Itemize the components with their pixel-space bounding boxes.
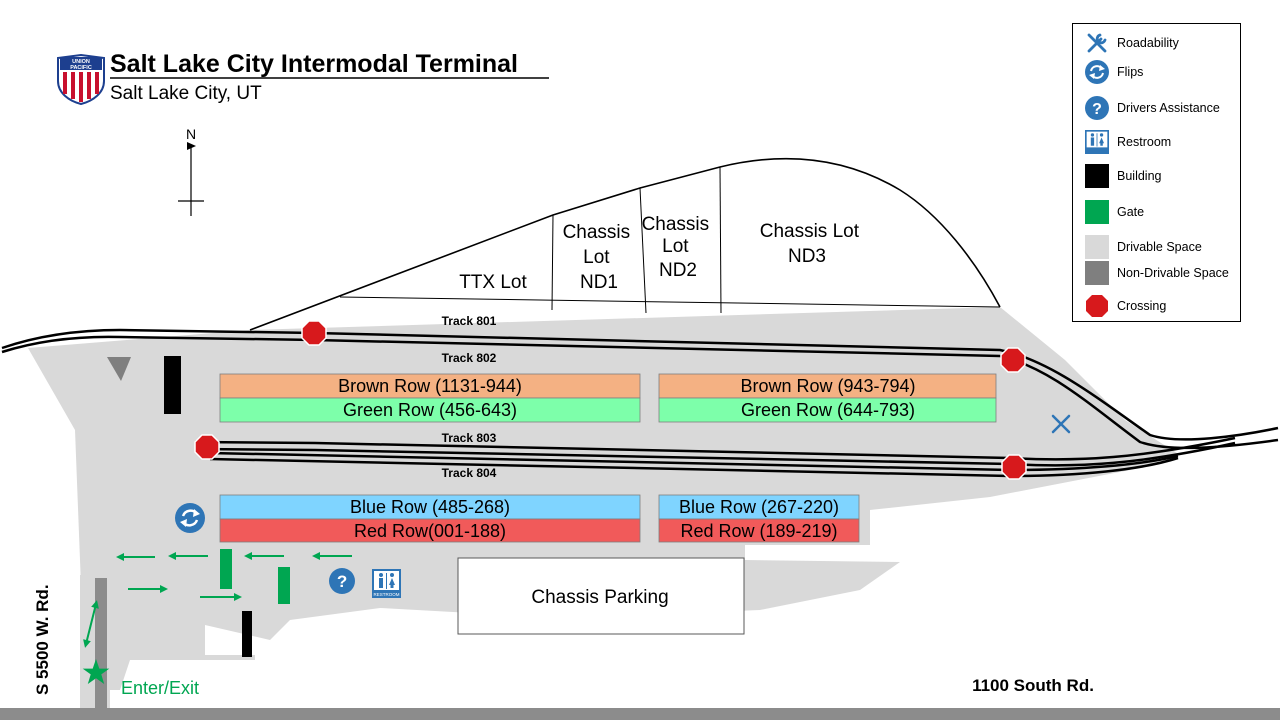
legend-label: Drivable Space <box>1117 240 1202 254</box>
non-drivable-marker <box>107 357 131 381</box>
traffic-arrows <box>83 552 352 648</box>
track-801-label: Track 801 <box>442 314 497 328</box>
legend-item-building: Building <box>1083 163 1241 191</box>
gate-swatch <box>1085 200 1109 224</box>
building-swatch <box>1085 164 1109 188</box>
green-row-east-label: Green Row (644-793) <box>741 400 915 420</box>
lot-divider-2 <box>639 187 647 314</box>
crossing-icon[interactable] <box>194 434 220 460</box>
north-arrow: N <box>178 126 204 216</box>
legend-label: Flips <box>1117 65 1144 79</box>
track-804-label: Track 804 <box>442 466 497 480</box>
blue-row-east[interactable] <box>658 494 860 520</box>
legend-label: Gate <box>1117 205 1145 219</box>
wrench-icon <box>1087 33 1107 53</box>
question-icon: ? <box>1085 96 1109 120</box>
building <box>164 356 181 414</box>
red-row-west[interactable] <box>219 518 641 543</box>
crossing-icon <box>1086 295 1108 317</box>
upper-lots-base-line <box>339 296 1001 308</box>
enter-exit-label[interactable]: Enter/Exit <box>121 678 199 698</box>
lot-divider-3 <box>719 166 722 314</box>
svg-text:UNION: UNION <box>72 59 90 65</box>
brown-row-west-label: Brown Row (1131-944) <box>338 376 522 396</box>
restroom-icon <box>1085 130 1109 154</box>
chassis-parking-label: Chassis Parking <box>531 587 668 608</box>
svg-text:PACIFIC: PACIFIC <box>70 65 92 71</box>
south-road-label: 1100 South Rd. <box>972 676 1094 695</box>
parking-rows <box>219 373 997 543</box>
track-802-label: Track 802 <box>442 351 497 365</box>
page-title: Salt Lake City Intermodal Terminal <box>110 50 518 78</box>
west-road-label: S 5500 W. Rd. <box>33 584 52 695</box>
lot-divider-1 <box>551 214 554 311</box>
svg-text:?: ? <box>337 572 347 591</box>
legend-item-crossing: Crossing <box>1083 293 1241 321</box>
map-legend: Roadability Flips ? Drivers Assistance <box>1072 23 1241 322</box>
legend-label: Building <box>1117 169 1162 183</box>
red-row-east-label: Red Row (189-219) <box>680 521 837 541</box>
legend-item-restroom: Restroom <box>1083 129 1241 157</box>
entrance-drive <box>95 578 107 710</box>
brown-row-east-label: Brown Row (943-794) <box>740 376 915 396</box>
ttx-lot-label: TTX Lot <box>459 272 527 293</box>
flip-icon[interactable] <box>175 503 205 533</box>
green-row-east[interactable] <box>658 397 997 423</box>
legend-item-roadability: Roadability <box>1083 30 1241 58</box>
restroom-sign-label: RESTROOM <box>373 592 399 597</box>
chassis-parking-area[interactable] <box>457 557 745 635</box>
non-drivable-swatch <box>1085 261 1109 285</box>
svg-text:?: ? <box>1092 101 1102 118</box>
blue-row-west-label: Blue Row (485-268) <box>350 497 510 517</box>
crossing-icon[interactable] <box>301 320 327 346</box>
union-pacific-logo: UNION PACIFIC <box>57 53 105 106</box>
page-subtitle: Salt Lake City, UT <box>110 83 262 104</box>
legend-label: Restroom <box>1117 135 1172 149</box>
chassis-lot-nd3-label: Chassis Lot ND3 <box>760 221 865 267</box>
blue-row-west[interactable] <box>219 494 641 520</box>
gate <box>278 567 290 604</box>
compass-north-label: N <box>186 126 196 142</box>
legend-item-drivable-space: Drivable Space <box>1083 234 1241 262</box>
green-row-west[interactable] <box>219 397 641 423</box>
crossing-icon[interactable] <box>1001 454 1027 480</box>
enter-exit-star-icon[interactable] <box>82 659 110 684</box>
building <box>242 611 252 657</box>
south-road-strip <box>0 708 1280 720</box>
red-row-east[interactable] <box>658 518 860 543</box>
gate <box>220 549 232 589</box>
track-803-label: Track 803 <box>442 431 497 445</box>
legend-label: Crossing <box>1117 299 1167 313</box>
legend-item-flips: Flips <box>1083 59 1241 87</box>
drivable-swatch <box>1085 235 1109 259</box>
legend-item-non-drivable-space: Non-Drivable Space <box>1083 260 1241 288</box>
chassis-lot-nd2-label: Chassis Lot ND2 <box>642 214 715 281</box>
upper-lots-boundary <box>249 157 1001 331</box>
legend-item-gate: Gate <box>1083 199 1241 227</box>
blue-row-east-label: Blue Row (267-220) <box>679 497 839 517</box>
legend-label: Roadability <box>1117 36 1179 50</box>
legend-label: Drivers Assistance <box>1117 101 1220 115</box>
crossing-icon[interactable] <box>1000 347 1026 373</box>
legend-label: Non-Drivable Space <box>1117 266 1229 280</box>
brown-row-east[interactable] <box>658 373 997 399</box>
green-row-west-label: Green Row (456-643) <box>343 400 517 420</box>
chassis-lot-nd1-label: Chassis Lot ND1 <box>563 222 636 293</box>
legend-item-drivers-assistance: ? Drivers Assistance <box>1083 95 1241 123</box>
restroom-icon[interactable]: RESTROOM <box>372 569 401 598</box>
flip-icon <box>1085 60 1109 84</box>
wrench-icon[interactable] <box>1051 414 1071 434</box>
red-row-west-label: Red Row(001-188) <box>354 521 506 541</box>
question-icon[interactable]: ? <box>329 568 355 594</box>
